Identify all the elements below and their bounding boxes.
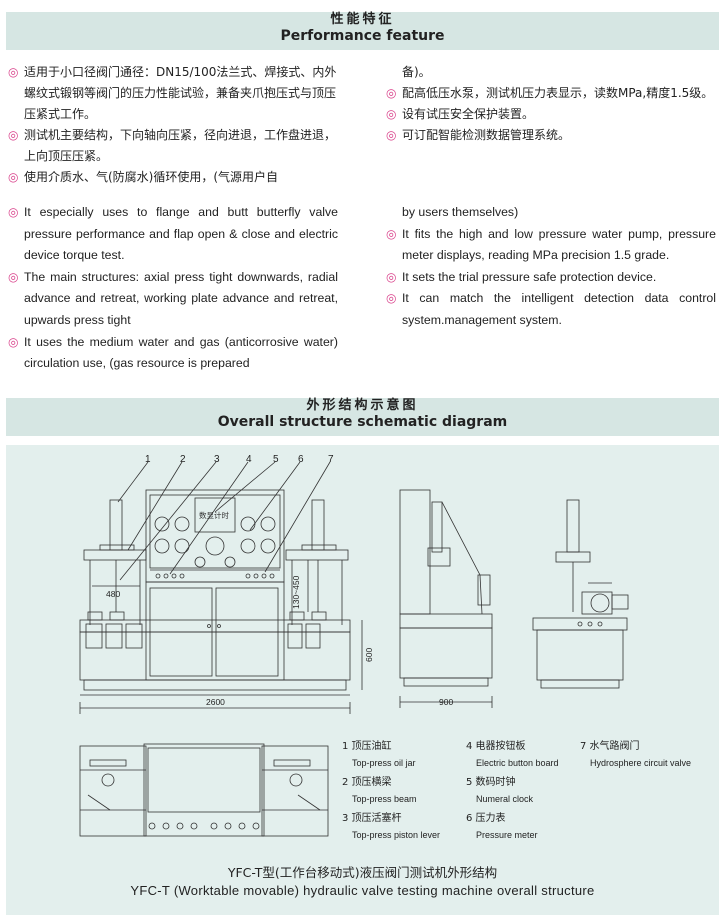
performance-title-zh: 性能特征: [330, 12, 395, 27]
dim-480: 480: [106, 589, 120, 599]
bullet-icon: ◎: [386, 128, 397, 142]
bullet-icon: ◎: [8, 334, 19, 349]
feature-item: ◎适用于小口径阀门通径：DN15/100法兰式、焊接式、内外螺纹式锻钢等阀门的压…: [8, 62, 338, 125]
feature-item: ◎It especially uses to flange and butt b…: [8, 202, 338, 267]
callout-4: 4: [246, 454, 252, 465]
bullet-icon: ◎: [386, 107, 397, 121]
bullet-icon: ◎: [386, 291, 397, 306]
callout-1: 1: [145, 454, 151, 465]
dim-900: 900: [439, 697, 453, 707]
bullet-icon: ◎: [8, 65, 19, 79]
bullet-icon: ◎: [8, 170, 19, 184]
callout-2: 2: [180, 454, 186, 465]
end-view: [532, 499, 629, 689]
structure-banner: 外形结构示意图 Overall structure schematic diag…: [6, 398, 719, 436]
bullet-icon: ◎: [386, 269, 397, 284]
features-zh-right: 备)。 ◎配高低压水泵，测试机压力表显示，读数MPa,精度1.5级。 ◎设有试压…: [386, 62, 716, 146]
caption-zh: YFC-T型(工作台移动式)液压阀门测试机外形结构: [227, 865, 498, 880]
feature-item: ◎测试机主要结构，下向轴向压紧，径向进退，工作盘进退，上向顶压压紧。: [8, 125, 338, 167]
dim-130-450: 130~450: [291, 575, 301, 609]
feature-item: ◎It uses the medium water and gas (antic…: [8, 332, 338, 375]
bullet-icon: ◎: [8, 205, 19, 219]
structure-title-en: Overall structure schematic diagram: [217, 414, 508, 430]
bullet-icon: ◎: [8, 128, 19, 142]
performance-title-en: Performance feature: [280, 28, 445, 44]
features-zh-left: ◎适用于小口径阀门通径：DN15/100法兰式、焊接式、内外螺纹式锻钢等阀门的压…: [8, 62, 338, 188]
bullet-icon: ◎: [386, 226, 397, 241]
feature-item: ◎设有试压安全保护装置。: [386, 104, 716, 125]
callout-3: 3: [214, 454, 220, 465]
feature-item: ◎配高低压水泵，测试机压力表显示，读数MPa,精度1.5级。: [386, 83, 716, 104]
legend-item-2: 2 顶压横梁 Top-press beam: [342, 777, 417, 804]
feature-item: by users themselves): [402, 205, 519, 219]
feature-item: ◎It can match the intelligent detection …: [386, 288, 716, 331]
callout-7: 7: [328, 454, 334, 465]
top-view: [79, 743, 329, 837]
performance-banner: 性能特征 Performance feature: [6, 12, 719, 50]
feature-item: 备)。: [402, 65, 431, 79]
side-view: [399, 489, 493, 708]
bullet-icon: ◎: [8, 269, 19, 284]
bullet-icon: ◎: [386, 86, 397, 100]
digital-clock-display: 数显计时: [199, 510, 229, 520]
feature-item: ◎It fits the high and low pressure water…: [386, 224, 716, 267]
caption-en: YFC-T (Worktable movable) hydraulic valv…: [130, 883, 595, 898]
legend-item-4: 4 电器按钮板 Electric button board: [466, 741, 559, 768]
legend-item-7: 7 水气路阀门 Hydrosphere circuit valve: [580, 741, 692, 768]
structure-title-zh: 外形结构示意图: [306, 398, 419, 413]
front-view: [79, 461, 363, 714]
features-en-right: by users themselves) ◎It fits the high a…: [386, 202, 716, 332]
feature-item: ◎The main structures: axial press tight …: [8, 267, 338, 332]
legend-item-1: 1 顶压油缸 Top-press oil jar: [342, 741, 416, 768]
legend-item-3: 3 顶压活塞杆 Top-press piston lever: [342, 813, 441, 840]
legend-item-6: 6 压力表 Pressure meter: [466, 813, 538, 840]
callout-6: 6: [298, 454, 304, 465]
features-en-left: ◎It especially uses to flange and butt b…: [8, 202, 338, 375]
legend-item-5: 5 数码时钟 Numeral clock: [466, 777, 534, 804]
dim-600: 600: [364, 648, 374, 662]
dim-2600: 2600: [206, 697, 225, 707]
feature-item: ◎It sets the trial pressure safe protect…: [386, 267, 716, 289]
feature-item: ◎使用介质水、气(防腐水)循环使用，(气源用户自: [8, 167, 338, 188]
feature-item: ◎可订配智能检测数据管理系统。: [386, 125, 716, 146]
callout-5: 5: [273, 454, 279, 465]
